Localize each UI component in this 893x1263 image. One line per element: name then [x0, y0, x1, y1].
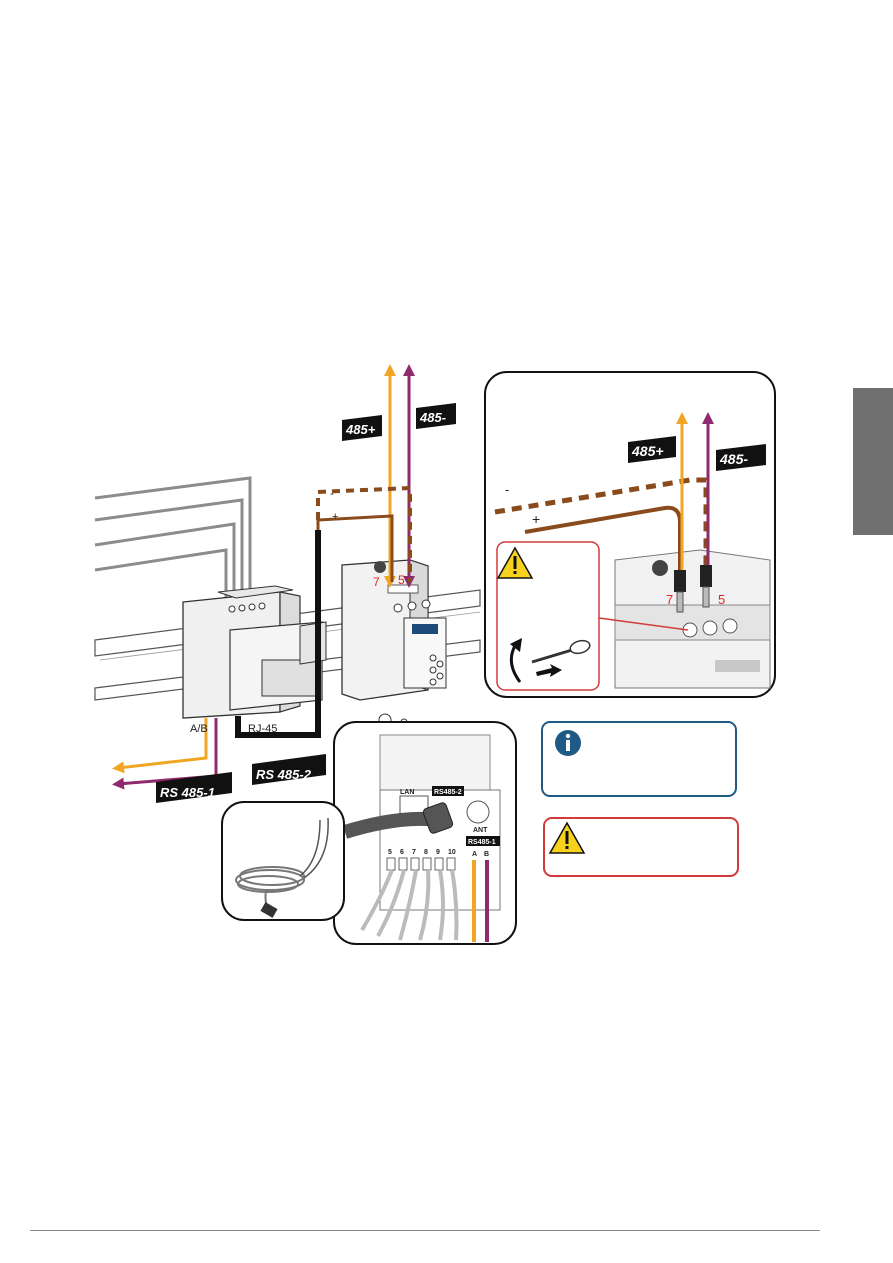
terminal-7-label: 7	[373, 575, 380, 589]
solid-cable-plus	[316, 514, 394, 582]
screwdriver-icon	[531, 639, 591, 677]
pin-socket	[398, 857, 408, 871]
pin-label: 6	[400, 849, 404, 856]
port-rs485-2-label: RS485-2	[434, 789, 462, 796]
warning-icon	[496, 546, 534, 579]
terminal-5-label: 5	[398, 573, 405, 587]
zoom-label-485-plus: 485+	[631, 443, 664, 459]
ab-label: A/B	[190, 723, 208, 735]
label-485-minus-badge: 485-	[416, 403, 456, 429]
energy-meter	[182, 585, 327, 719]
sensor-wires	[94, 476, 252, 598]
warning-box	[543, 817, 739, 877]
gateway-callout: LAN RS485-2 ANT RS485-1 A B 5 6 7 8 9 10	[333, 721, 517, 945]
label-rs485-1-badge: RS 485-1	[156, 772, 232, 803]
zoom-terminal-7: 7	[666, 592, 673, 607]
comm-module	[341, 559, 447, 727]
port-rs485-1-label: RS485-1	[468, 839, 496, 846]
port-lan-label: LAN	[400, 789, 414, 796]
pin-label: 5	[388, 849, 392, 856]
pin-label: 9	[436, 849, 440, 856]
label-rs485-1: RS 485-1	[160, 785, 215, 800]
warning-icon	[548, 821, 586, 854]
label-485-minus: 485-	[419, 410, 446, 425]
sign-minus: -	[330, 488, 334, 500]
rs485-1-orange-wire	[112, 718, 208, 774]
info-box	[541, 721, 737, 797]
port-b-label: B	[484, 851, 489, 858]
info-icon	[555, 730, 581, 756]
zoom-sign-plus: +	[532, 511, 540, 527]
sign-plus: +	[332, 511, 338, 523]
label-485-plus-badge: 485+	[342, 415, 382, 441]
chapter-tab	[853, 388, 893, 535]
rj45-cable	[235, 530, 321, 738]
label-rs485-2-badge: RS 485-2	[252, 754, 326, 785]
zoom-callout: 7 5 - + 485+ 485-	[484, 371, 776, 698]
terminal-pin-row: 5 6 7 8 9 10	[386, 849, 456, 871]
port-ant-label: ANT	[473, 827, 488, 834]
pin-label: 7	[412, 849, 416, 856]
footer-rule	[30, 1230, 820, 1231]
label-485-plus: 485+	[345, 422, 376, 437]
pin-socket	[386, 857, 396, 871]
zoom-terminal-5: 5	[718, 592, 725, 607]
pin-socket	[410, 857, 420, 871]
rj45-label: RJ-45	[248, 723, 277, 735]
pin-socket	[422, 857, 432, 871]
rotate-arrow-icon	[509, 638, 522, 683]
cable-coil-callout	[221, 801, 345, 921]
label-rs485-2: RS 485-2	[256, 767, 312, 782]
zoom-sign-minus: -	[505, 482, 509, 497]
pin-label: 10	[448, 849, 456, 856]
zoom-label-485-minus: 485-	[719, 451, 748, 467]
dashed-cable-minus	[316, 485, 412, 582]
port-a-label: A	[472, 851, 477, 858]
pin-label: 8	[424, 849, 428, 856]
pin-socket	[434, 857, 444, 871]
pin-socket	[446, 857, 456, 871]
